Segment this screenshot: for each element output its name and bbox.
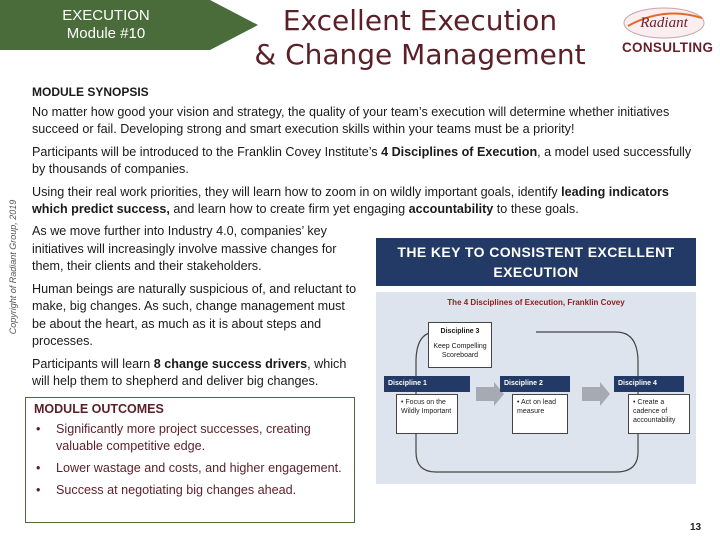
- cycle-diagram: [415, 331, 639, 473]
- outcome-item: • Lower wastage and costs, and higher eng…: [34, 460, 346, 477]
- outcome-item: • Significantly more project successes, c…: [34, 421, 346, 455]
- disciplines-graphic: THE KEY TO CONSISTENT EXCELLENT EXECUTIO…: [376, 238, 696, 484]
- graphic-header: THE KEY TO CONSISTENT EXCELLENT EXECUTIO…: [376, 238, 696, 286]
- synopsis-paragraph-2: Participants will be introduced to the F…: [32, 144, 692, 179]
- outcome-text: Success at negotiating big changes ahead…: [56, 483, 297, 497]
- p6-bold: 8 change success drivers: [153, 356, 308, 371]
- discipline-3-box: Discipline 3 Keep Compelling Scoreboard: [428, 322, 492, 368]
- p3-bold-2: accountability: [408, 202, 494, 216]
- cycle-loop-line: [415, 331, 639, 473]
- synopsis-paragraph-4: As we move further into Industry 4.0, co…: [32, 224, 337, 273]
- outcome-text: Lower wastage and costs, and higher enga…: [56, 461, 342, 475]
- synopsis-section: MODULE SYNOPSIS No matter how good your …: [32, 84, 692, 224]
- outcome-item: • Success at negotiating big changes ahea…: [34, 482, 346, 499]
- banner-line1: EXECUTION: [62, 7, 150, 24]
- p3-text-end: to these goals.: [493, 202, 579, 216]
- discipline-3-text: Keep Compelling Scoreboard: [433, 343, 487, 359]
- discipline-1-card: • Focus on the Wildly Important: [396, 394, 458, 434]
- graphic-body: The 4 Disciplines of Execution, Franklin…: [376, 292, 696, 484]
- synopsis-heading: MODULE SYNOPSIS: [32, 85, 149, 99]
- p3-bold-1: leading indicators which predict success…: [32, 184, 669, 217]
- synopsis-paragraph-3: Using their real work priorities, they w…: [32, 184, 692, 219]
- bullet-icon: •: [36, 483, 41, 497]
- banner-text: EXECUTION Module #10: [0, 7, 212, 43]
- arrow-right-icon: [476, 382, 504, 406]
- page-title: Excellent Execution & Change Management: [240, 4, 600, 72]
- outcomes-box: MODULE OUTCOMES • Significantly more proj…: [25, 397, 355, 523]
- discipline-2-header: Discipline 2: [500, 376, 570, 392]
- discipline-4-card: • Create a cadence of accountability: [628, 394, 690, 434]
- p3-text-mid: and learn how to create firm yet engagin…: [169, 202, 409, 216]
- p2-text-end: , a model used successfully by thousands…: [32, 144, 692, 177]
- p2-bold: 4 Disciplines of Execution: [381, 144, 538, 159]
- banner-line2: Module #10: [66, 25, 146, 42]
- synopsis-paragraph-6: Participants will learn 8 change success…: [32, 356, 362, 391]
- bullet-icon: •: [36, 422, 41, 436]
- synopsis-paragraph-1: No matter how good your vision and strat…: [32, 104, 670, 137]
- p6-text-end: , which will help them to shepherd and d…: [32, 356, 347, 389]
- discipline-2-card: • Act on lead measure: [512, 394, 568, 434]
- p6-text: Participants will learn: [32, 356, 154, 371]
- bullet-icon: •: [36, 461, 41, 475]
- title-line2: & Change Management: [254, 38, 586, 71]
- module-banner: EXECUTION Module #10: [0, 0, 258, 50]
- discipline-4-header: Discipline 4: [614, 376, 684, 392]
- outcome-text: Significantly more project successes, cr…: [56, 422, 311, 453]
- arrow-right-icon: [582, 382, 610, 406]
- graphic-subtitle: The 4 Disciplines of Execution, Franklin…: [447, 298, 625, 307]
- page-number: 13: [690, 522, 702, 533]
- logo-swoosh-icon: [623, 7, 705, 39]
- title-line1: Excellent Execution: [282, 4, 558, 37]
- discipline-3-title: Discipline 3: [440, 328, 480, 335]
- logo-word-consulting: CONSULTING: [622, 40, 714, 55]
- radiant-logo: Radiant CONSULTING: [618, 4, 720, 58]
- change-section: As we move further into Industry 4.0, co…: [32, 223, 362, 396]
- logo-word-radiant: Radiant: [640, 15, 688, 31]
- synopsis-paragraph-5: Human beings are naturally suspicious of…: [32, 281, 357, 349]
- discipline-1-header: Discipline 1: [384, 376, 470, 392]
- copyright-text: Copyright of Radiant Group, 2019: [8, 199, 18, 335]
- p3-text: Using their real work priorities, they w…: [32, 184, 562, 199]
- banner-arrow-shape: [0, 0, 258, 50]
- outcomes-heading: MODULE OUTCOMES: [34, 402, 164, 416]
- outcomes-list: • Significantly more project successes, c…: [34, 421, 346, 499]
- p2-text: Participants will be introduced to the F…: [32, 144, 382, 159]
